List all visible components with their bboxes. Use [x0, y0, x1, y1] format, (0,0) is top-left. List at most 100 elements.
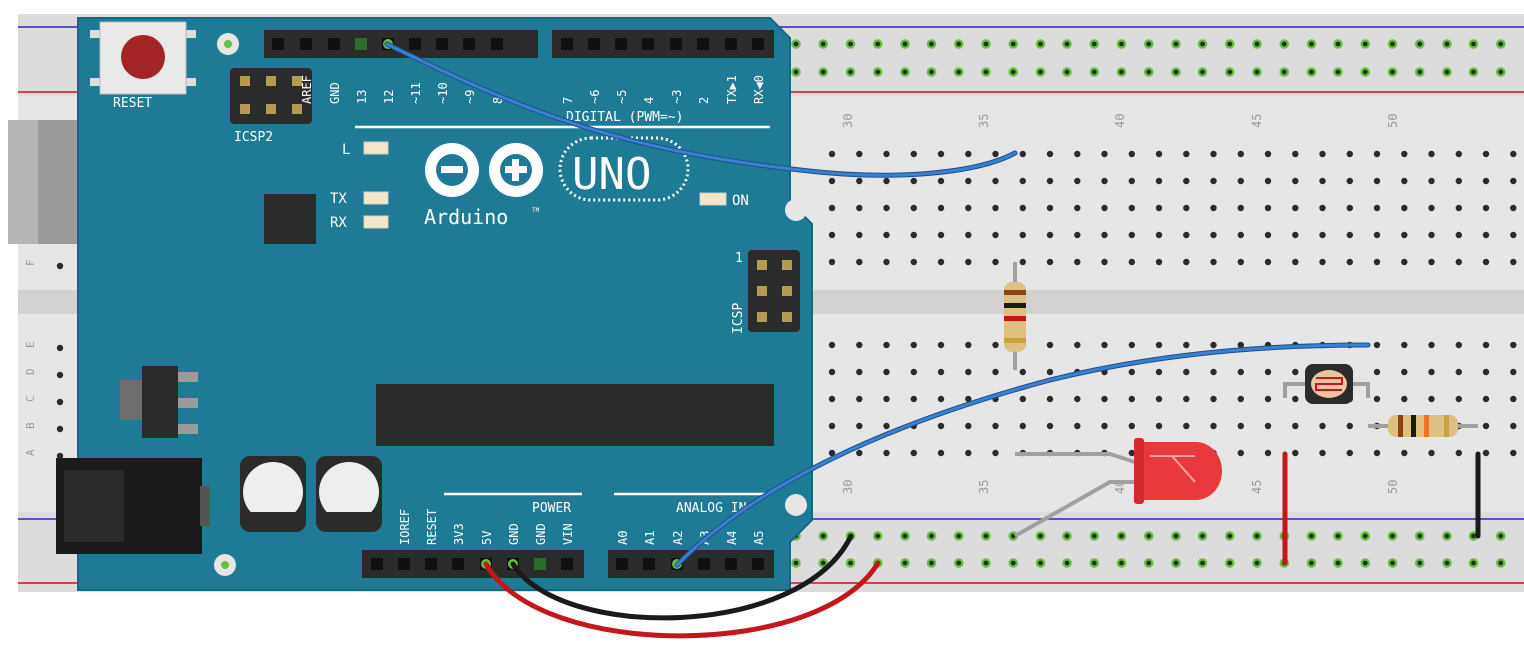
breadboard-hole [1210, 150, 1217, 158]
breadboard-hole [965, 341, 972, 349]
breadboard-hole [1155, 150, 1163, 158]
breadboard-hole [1210, 368, 1217, 376]
digital-pin-label: AREF [300, 75, 314, 104]
breadboard-hole [1264, 258, 1272, 266]
breadboard-hole [1510, 204, 1517, 212]
breadboard-hole [1482, 231, 1490, 239]
breadboard-hole [1183, 204, 1190, 212]
breadboard-hole [1482, 449, 1490, 457]
breadboard-hole [1264, 204, 1272, 212]
breadboard-hole [1455, 341, 1463, 349]
breadboard-hole [1346, 422, 1354, 430]
column-number: 30 [841, 114, 855, 128]
breadboard-hole [883, 177, 890, 185]
digital-pin-label: ~11 [409, 82, 423, 104]
breadboard-hole [828, 204, 836, 212]
breadboard-hole [1210, 395, 1217, 403]
breadboard-hole [1046, 204, 1054, 212]
digital-pin-label: ~6 [588, 90, 602, 104]
wire-red-5v [483, 560, 881, 639]
breadboard-hole [1155, 204, 1163, 212]
column-number: 35 [977, 480, 991, 494]
breadboard-hole [856, 395, 863, 403]
header-pin [534, 558, 546, 570]
breadboard-hole [1237, 150, 1245, 158]
breadboard-hole [1428, 204, 1435, 212]
breadboard-hole [1237, 449, 1245, 457]
column-number: 45 [1250, 480, 1264, 494]
breadboard-hole [1128, 449, 1136, 457]
power-pin-label: GND [534, 523, 548, 545]
breadboard-hole [883, 258, 890, 266]
mount-hole [785, 494, 807, 516]
breadboard-hole [1264, 150, 1272, 158]
breadboard-hole [1019, 177, 1026, 185]
breadboard-hole [1101, 422, 1108, 430]
header-pin [300, 38, 312, 50]
breadboard-hole [1373, 395, 1381, 403]
reset-button[interactable] [90, 21, 196, 95]
digital-pin-label: ~5 [615, 90, 629, 104]
breadboard-hole [937, 177, 945, 185]
breadboard-hole [1101, 341, 1108, 349]
breadboard-hole [1183, 150, 1190, 158]
breadboard-hole [1455, 449, 1463, 457]
power-jack [56, 458, 210, 554]
breadboard-hole [1128, 422, 1136, 430]
breadboard-hole [1455, 204, 1463, 212]
breadboard-hole [1046, 177, 1054, 185]
breadboard-hole [856, 341, 863, 349]
breadboard-hole [1183, 368, 1190, 376]
breadboard-hole [1074, 177, 1081, 185]
breadboard-hole [1074, 422, 1081, 430]
breadboard-hole [1210, 177, 1217, 185]
column-number: 50 [1386, 480, 1400, 494]
breadboard-hole [1074, 204, 1081, 212]
header-pin [328, 38, 340, 50]
breadboard-hole [992, 341, 999, 349]
breadboard-hole [965, 231, 972, 239]
breadboard-hole [937, 341, 945, 349]
breadboard-hole [1455, 177, 1463, 185]
breadboard-hole [1428, 449, 1435, 457]
breadboard-hole [1510, 150, 1517, 158]
breadboard-hole [1237, 395, 1245, 403]
breadboard-hole [1482, 150, 1490, 158]
led-tx [363, 191, 389, 205]
breadboard-hole [910, 231, 917, 239]
breadboard-hole [1155, 177, 1163, 185]
icsp-label: ICSP [731, 303, 746, 334]
breadboard-hole [1373, 341, 1381, 349]
breadboard-hole [1428, 258, 1435, 266]
power-header [362, 550, 584, 578]
breadboard-hole [1373, 150, 1381, 158]
breadboard-hole [1210, 204, 1217, 212]
breadboard-hole [1401, 231, 1408, 239]
column-number: 35 [977, 114, 991, 128]
header-pin [561, 38, 573, 50]
breadboard-hole [1128, 395, 1136, 403]
breadboard-hole [937, 368, 945, 376]
breadboard-hole [883, 204, 890, 212]
digital-pin-label: ~9 [463, 90, 477, 104]
header-pin [463, 38, 475, 50]
breadboard-hole [1019, 231, 1026, 239]
breadboard-hole [1183, 258, 1190, 266]
row-letter-b: B [24, 422, 37, 429]
breadboard-hole [828, 395, 836, 403]
breadboard-hole [1019, 368, 1026, 376]
header-pin [615, 38, 627, 50]
breadboard-hole [1155, 422, 1163, 430]
components [1004, 262, 1478, 538]
breadboard-hole [1264, 449, 1272, 457]
breadboard-hole [1319, 150, 1326, 158]
breadboard-hole [1401, 258, 1408, 266]
breadboard-hole [1128, 368, 1136, 376]
board-pcb [77, 17, 813, 591]
header-pin [452, 558, 464, 570]
led-on [699, 192, 727, 206]
breadboard-hole [910, 150, 917, 158]
breadboard-hole [1128, 204, 1136, 212]
breadboard-hole [1074, 150, 1081, 158]
header-pin [616, 558, 628, 570]
